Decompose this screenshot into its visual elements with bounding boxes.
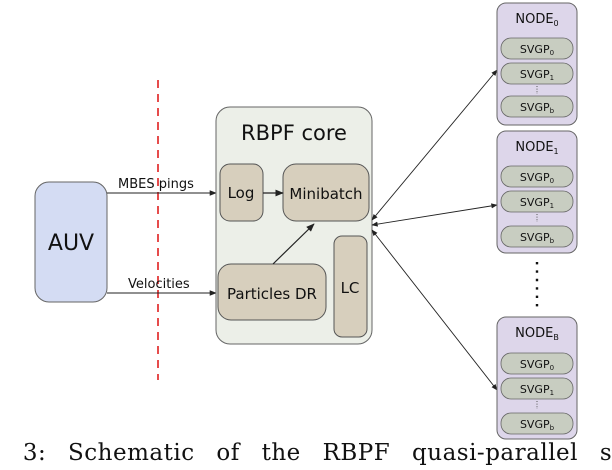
svgp-label: SVGPb <box>520 418 555 432</box>
minibatch-label: Minibatch <box>289 185 362 203</box>
node1-link-arrow <box>371 203 498 227</box>
velocities-label: Velocities <box>128 277 190 292</box>
svgp-box <box>500 62 574 85</box>
svgp-label: SVGPb <box>520 231 555 245</box>
svgp-box <box>500 37 574 60</box>
log-label: Log <box>228 184 255 202</box>
node-title-1: NODE1 <box>515 140 558 156</box>
lc-label: LC <box>341 279 360 297</box>
node-box-B: NODEB SVGP0 SVGP1 SVGPb <box>496 316 578 440</box>
node-title-0: NODE0 <box>515 12 558 28</box>
lc-box <box>333 235 368 338</box>
svgp-box <box>500 377 574 400</box>
svgp-box <box>500 412 574 435</box>
figure-caption: g. 3: Schematic of the RBPF quasi-parall… <box>0 441 612 470</box>
node-box-1: NODE1 SVGP0 SVGP1 SVGPb <box>496 130 578 254</box>
svgp-label: SVGP0 <box>520 171 554 185</box>
rbpf-core-box: RBPF core Log Minibatch Particles DR LC <box>215 106 373 345</box>
svgp-label: SVGP0 <box>520 43 554 57</box>
svgp-box <box>500 352 574 375</box>
auv-box: AUV <box>34 181 108 303</box>
particles-to-minibatch-arrow <box>272 223 315 265</box>
svgp-box <box>500 225 574 248</box>
particles-box <box>217 263 327 321</box>
svgp-box <box>500 165 574 188</box>
svgp-label: SVGP1 <box>520 68 554 82</box>
svgp-label: SVGP0 <box>520 358 554 372</box>
particles-label: Particles DR <box>227 285 317 303</box>
node0-link-arrow <box>371 69 498 221</box>
mbes-label: MBES pings <box>118 177 194 192</box>
svgp-box <box>500 190 574 213</box>
svgp-box <box>500 95 574 118</box>
svgp-label: SVGP1 <box>520 383 554 397</box>
nodeB-link-arrow <box>371 229 498 391</box>
node-title-B: NODEB <box>515 326 559 342</box>
node-box-0: NODE0 SVGP0 SVGP1 SVGPb <box>496 2 578 126</box>
figure-caption-text: g. 3: Schematic of the RBPF quasi-parall… <box>0 441 612 466</box>
rbpf-core-title: RBPF core <box>241 121 347 145</box>
auv-label: AUV <box>48 231 94 256</box>
diagram-canvas: AUV MBES pings Velocities RBPF core Log … <box>34 2 578 440</box>
svgp-label: SVGP1 <box>520 196 554 210</box>
svgp-label: SVGPb <box>520 101 555 115</box>
